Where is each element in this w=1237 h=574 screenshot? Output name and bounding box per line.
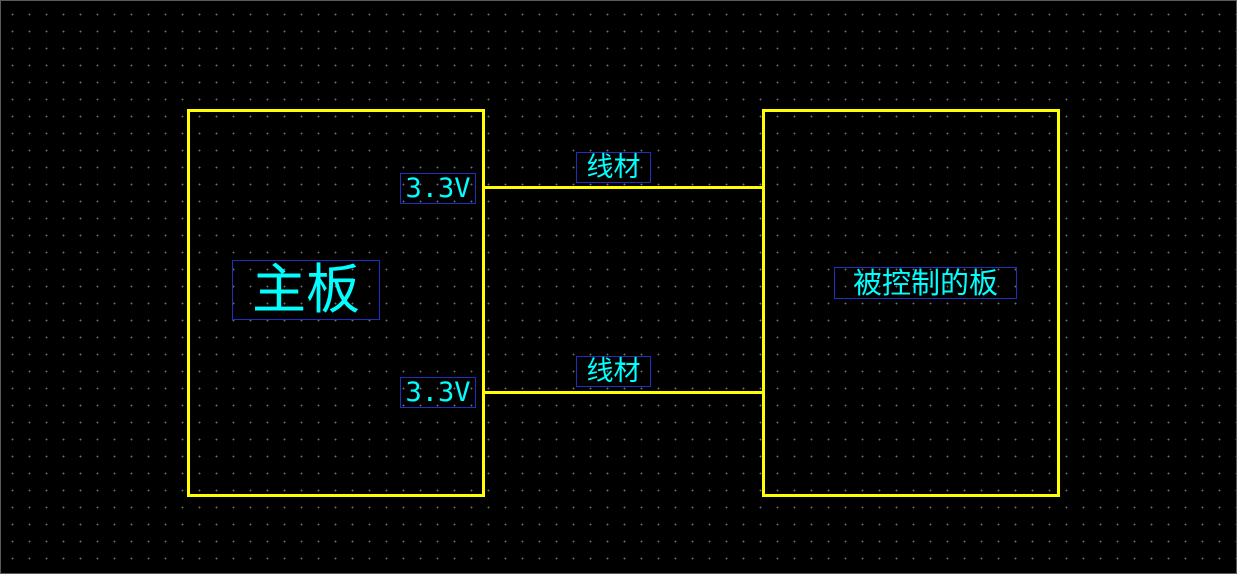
pin-label-top[interactable]: 3.3V: [400, 173, 476, 204]
wire-top[interactable]: [482, 186, 765, 189]
controlled-board-box[interactable]: [762, 109, 1060, 497]
pin-label-bottom[interactable]: 3.3V: [400, 377, 476, 408]
wire-label-bottom[interactable]: 线材: [576, 356, 651, 387]
main-board-label[interactable]: 主板: [232, 260, 380, 320]
controlled-board-label[interactable]: 被控制的板: [834, 267, 1017, 299]
main-board-box[interactable]: [187, 109, 485, 497]
wire-bottom[interactable]: [482, 391, 765, 394]
wire-label-top[interactable]: 线材: [576, 152, 651, 183]
